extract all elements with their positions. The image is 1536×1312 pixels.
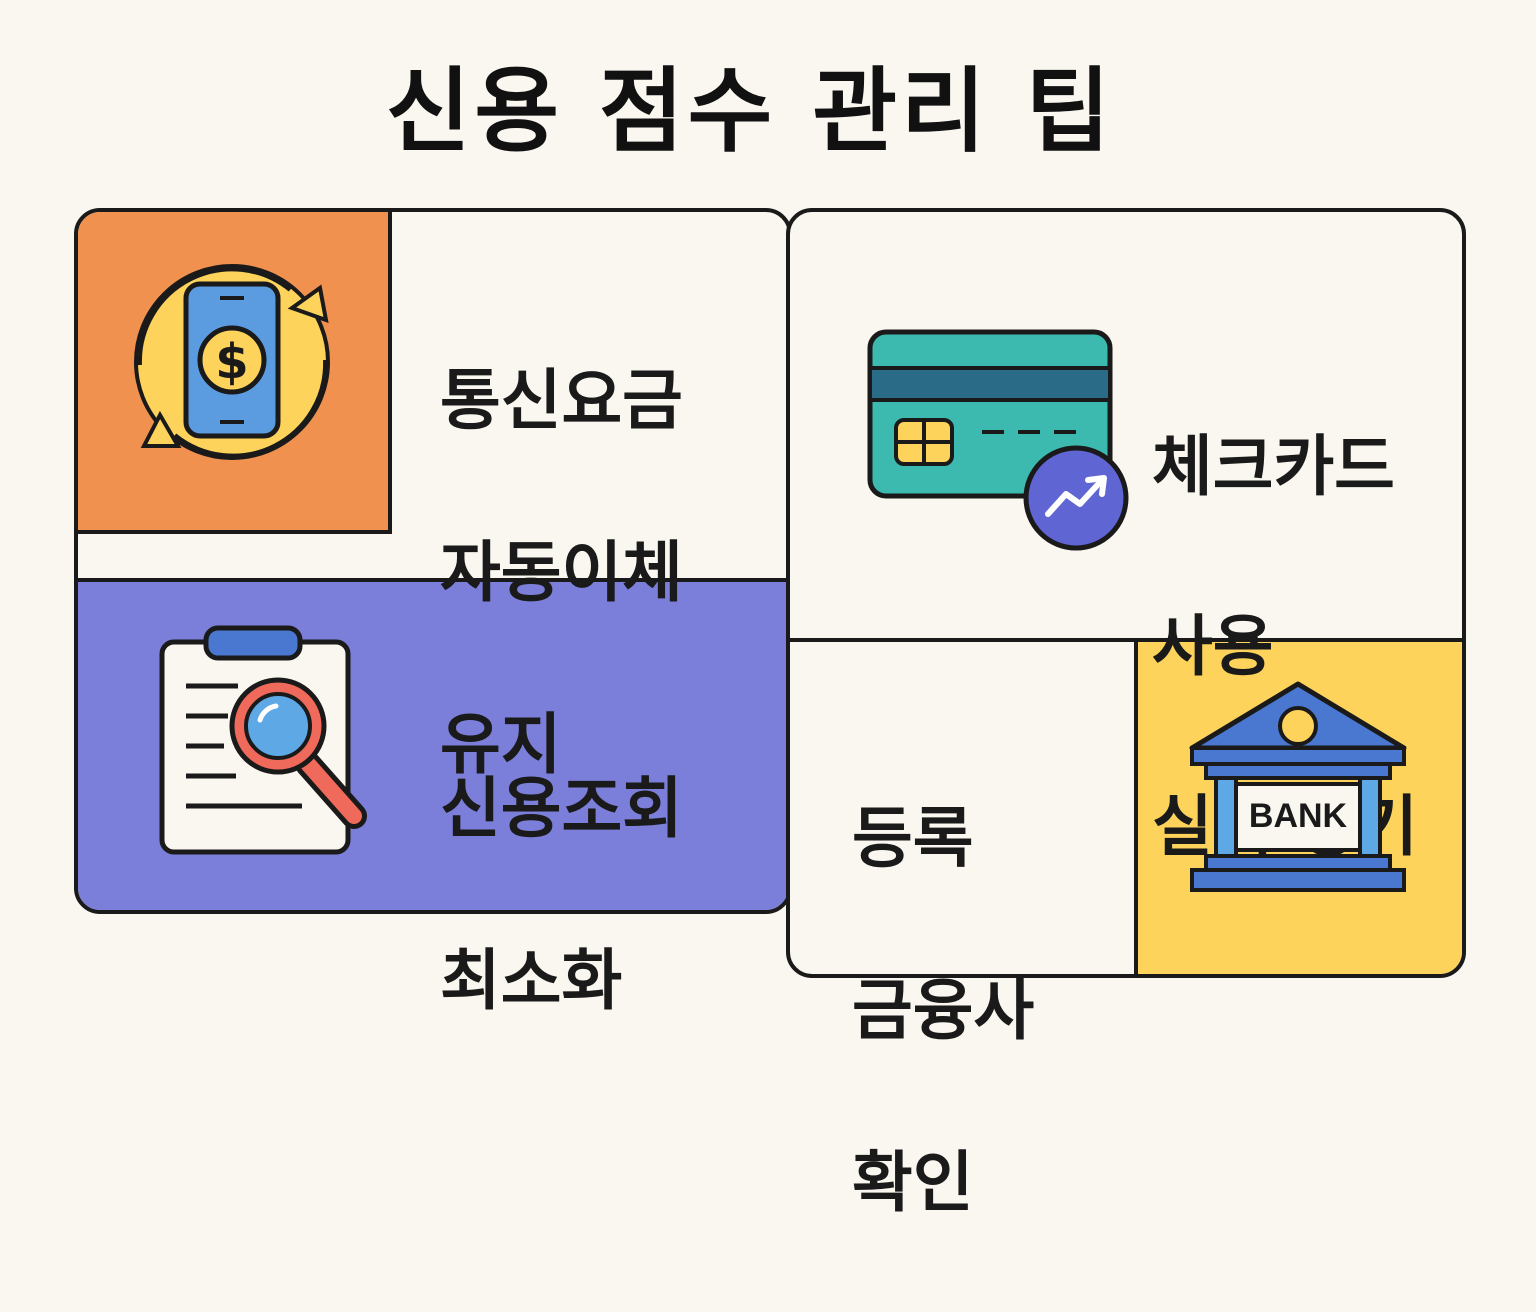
clipboard-search-icon: [159, 625, 367, 855]
tip-credit-inquiry-line-2: 최소화: [440, 942, 623, 1019]
tip-autopay-line-1: 통신요금: [440, 362, 683, 439]
tip-registered-lender-text: 등록 금융사 확인: [852, 710, 1034, 1312]
tip-registered-lender-line-2: 금융사: [852, 972, 1035, 1049]
page-title: 신용 점수 관리 팁: [385, 58, 1115, 165]
bank-sign: BANK: [1249, 797, 1348, 835]
check-card-icon: [867, 329, 1129, 551]
divider-horizontal-right: [790, 638, 1462, 642]
tip-autopay-line-3: 유지: [440, 706, 562, 783]
tip-credit-inquiry-line-1: 신용조회: [440, 770, 683, 847]
tip-registered-lender-line-3: 확인: [852, 1144, 974, 1221]
tip-checkcard-line-1: 체크카드: [1152, 428, 1395, 505]
tip-registered-lender-line-1: 등록: [852, 800, 974, 877]
tip-credit-inquiry-text: 신용조회 최소화: [440, 680, 683, 1110]
bank-icon: BANK: [1189, 681, 1407, 892]
phone-autopay-icon: $: [134, 264, 330, 460]
divider-horizontal: [78, 578, 788, 582]
tip-autopay-text: 통신요금 자동이체 유지: [440, 272, 683, 874]
tip-autopay-line-2: 자동이체: [440, 534, 683, 611]
tip-checkcard-line-2: 사용: [1152, 608, 1274, 685]
dollar-symbol: $: [215, 334, 248, 390]
